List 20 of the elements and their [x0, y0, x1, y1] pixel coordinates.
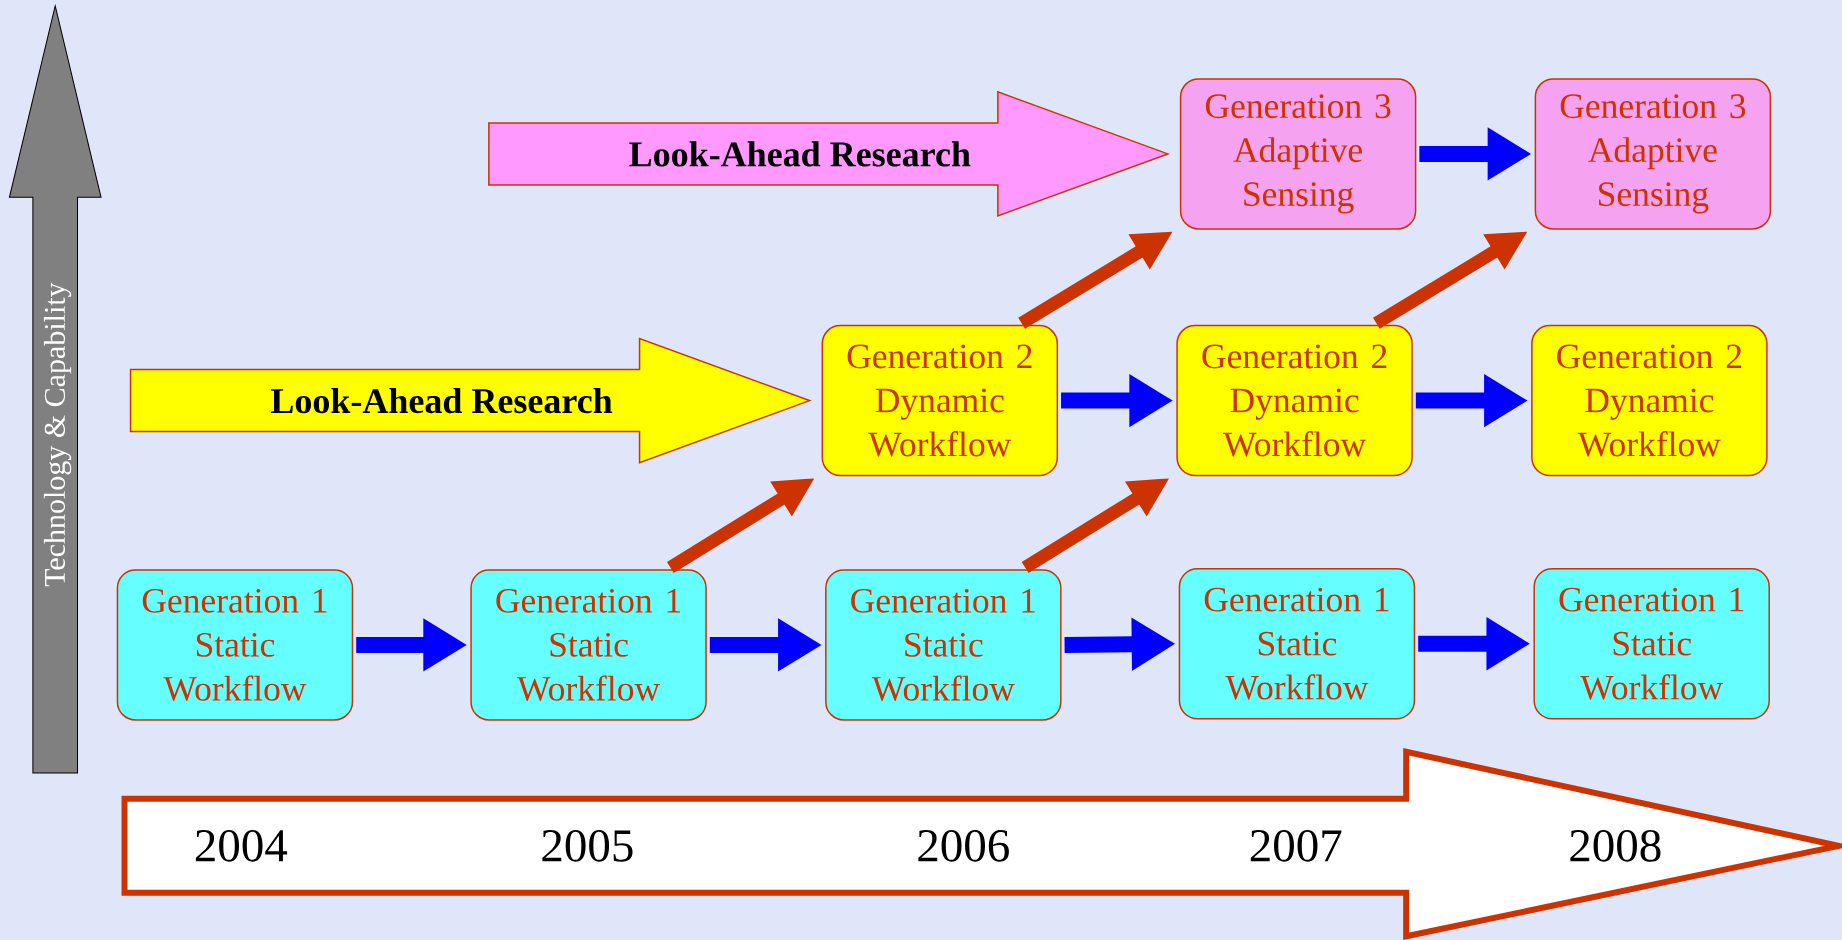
process-box: Generation 1 Static Workflow — [825, 569, 1062, 721]
process-box: Generation 2 Dynamic Workflow — [1176, 324, 1413, 477]
block-arrow — [129, 337, 812, 464]
year-label: 2008 — [1570, 829, 1661, 862]
process-box: Generation 1 Static Workflow — [470, 569, 707, 721]
process-box: Generation 3 Adaptive Sensing — [1534, 78, 1772, 230]
edge-label: Look-Ahead Research — [271, 387, 613, 414]
edge-label: Look-Ahead Research — [629, 141, 971, 167]
process-box: Generation 1 Static Workflow — [1178, 568, 1416, 720]
timeline-arrow — [121, 748, 1842, 940]
year-label: 2005 — [542, 829, 633, 862]
year-label: 2007 — [1250, 829, 1342, 862]
process-box: Generation 2 Dynamic Workflow — [1531, 324, 1768, 477]
year-label: 2006 — [918, 829, 1009, 862]
process-box: Generation 3 Adaptive Sensing — [1179, 78, 1417, 230]
block-arrow — [488, 90, 1171, 217]
process-box: Generation 2 Dynamic Workflow — [821, 324, 1059, 477]
process-box: Generation 1 Static Workflow — [116, 569, 354, 721]
year-label: 2004 — [195, 829, 288, 862]
process-box: Generation 1 Static Workflow — [1533, 568, 1770, 720]
